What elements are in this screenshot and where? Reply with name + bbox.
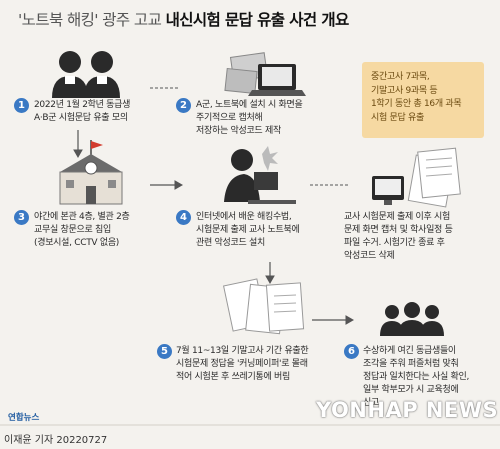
title-part2: 내신시험 문답 유출 사건 개요 <box>165 11 350 29</box>
step-4-badge: 4 <box>176 210 191 225</box>
screen-capture-icon <box>224 52 306 96</box>
step-1-text: 2022년 1월 2학년 동급생 A·B군 시험문답 유출 모의 <box>34 100 131 123</box>
reporter-credit: 이재윤 기자 20220727 <box>4 435 108 446</box>
flow-arrows <box>73 87 355 325</box>
step-2-badge: 2 <box>176 98 191 113</box>
step-4-text: 인터넷에서 배운 해킹수법, 시험문제 출제 교사 노트북에 관련 악성코드 설… <box>196 212 300 248</box>
step-6-text: 수상하게 여긴 동급생들이 조각을 주워 퍼즐처럼 맞춰 정답과 일치한다는 사… <box>363 346 470 408</box>
yonhap-logo: 연합뉴스 <box>8 413 40 423</box>
page-title: '노트북 해킹' 광주 고교 내신시험 문답 유출 사건 개요 <box>18 8 349 30</box>
step-5-badge: 5 <box>157 344 172 359</box>
file-collection-text: 교사 시험문제 출제 이후 시험 문제 화면 캡처 및 학사일정 등 파일 수거… <box>344 212 453 261</box>
hacker-icon <box>224 146 296 204</box>
step-3-text: 야간에 본관 4층, 별관 2층 교무실 창문으로 침입 (경보시설, CCTV… <box>34 212 130 248</box>
title-part1: '노트북 해킹' 광주 고교 <box>18 11 162 29</box>
crib-sheets-icon <box>222 278 305 335</box>
monitor-documents-icon <box>372 147 461 208</box>
school-building-icon <box>59 140 123 205</box>
classmates-icon <box>380 302 444 336</box>
step-2-text: A군, 노트북에 설치 시 화면을 주기적으로 캡처해 저장하는 악성코드 제작 <box>196 100 303 136</box>
step-5-text: 7월 11~13일 기말고사 기간 유출한 시험문제 정답을 '커닝페이퍼'로 … <box>176 346 309 382</box>
students-icon <box>52 51 120 98</box>
step-3-badge: 3 <box>14 210 29 225</box>
summary-note-text: 중간고사 7과목, 기말고사 9과목 등 1학기 동안 총 16개 과목 시험 … <box>371 72 462 123</box>
step-1-badge: 1 <box>14 98 29 113</box>
summary-note: 중간고사 7과목, 기말고사 9과목 등 1학기 동안 총 16개 과목 시험 … <box>362 62 484 138</box>
watermark: YONHAP NEWS <box>316 398 499 422</box>
step-6-badge: 6 <box>344 344 359 359</box>
